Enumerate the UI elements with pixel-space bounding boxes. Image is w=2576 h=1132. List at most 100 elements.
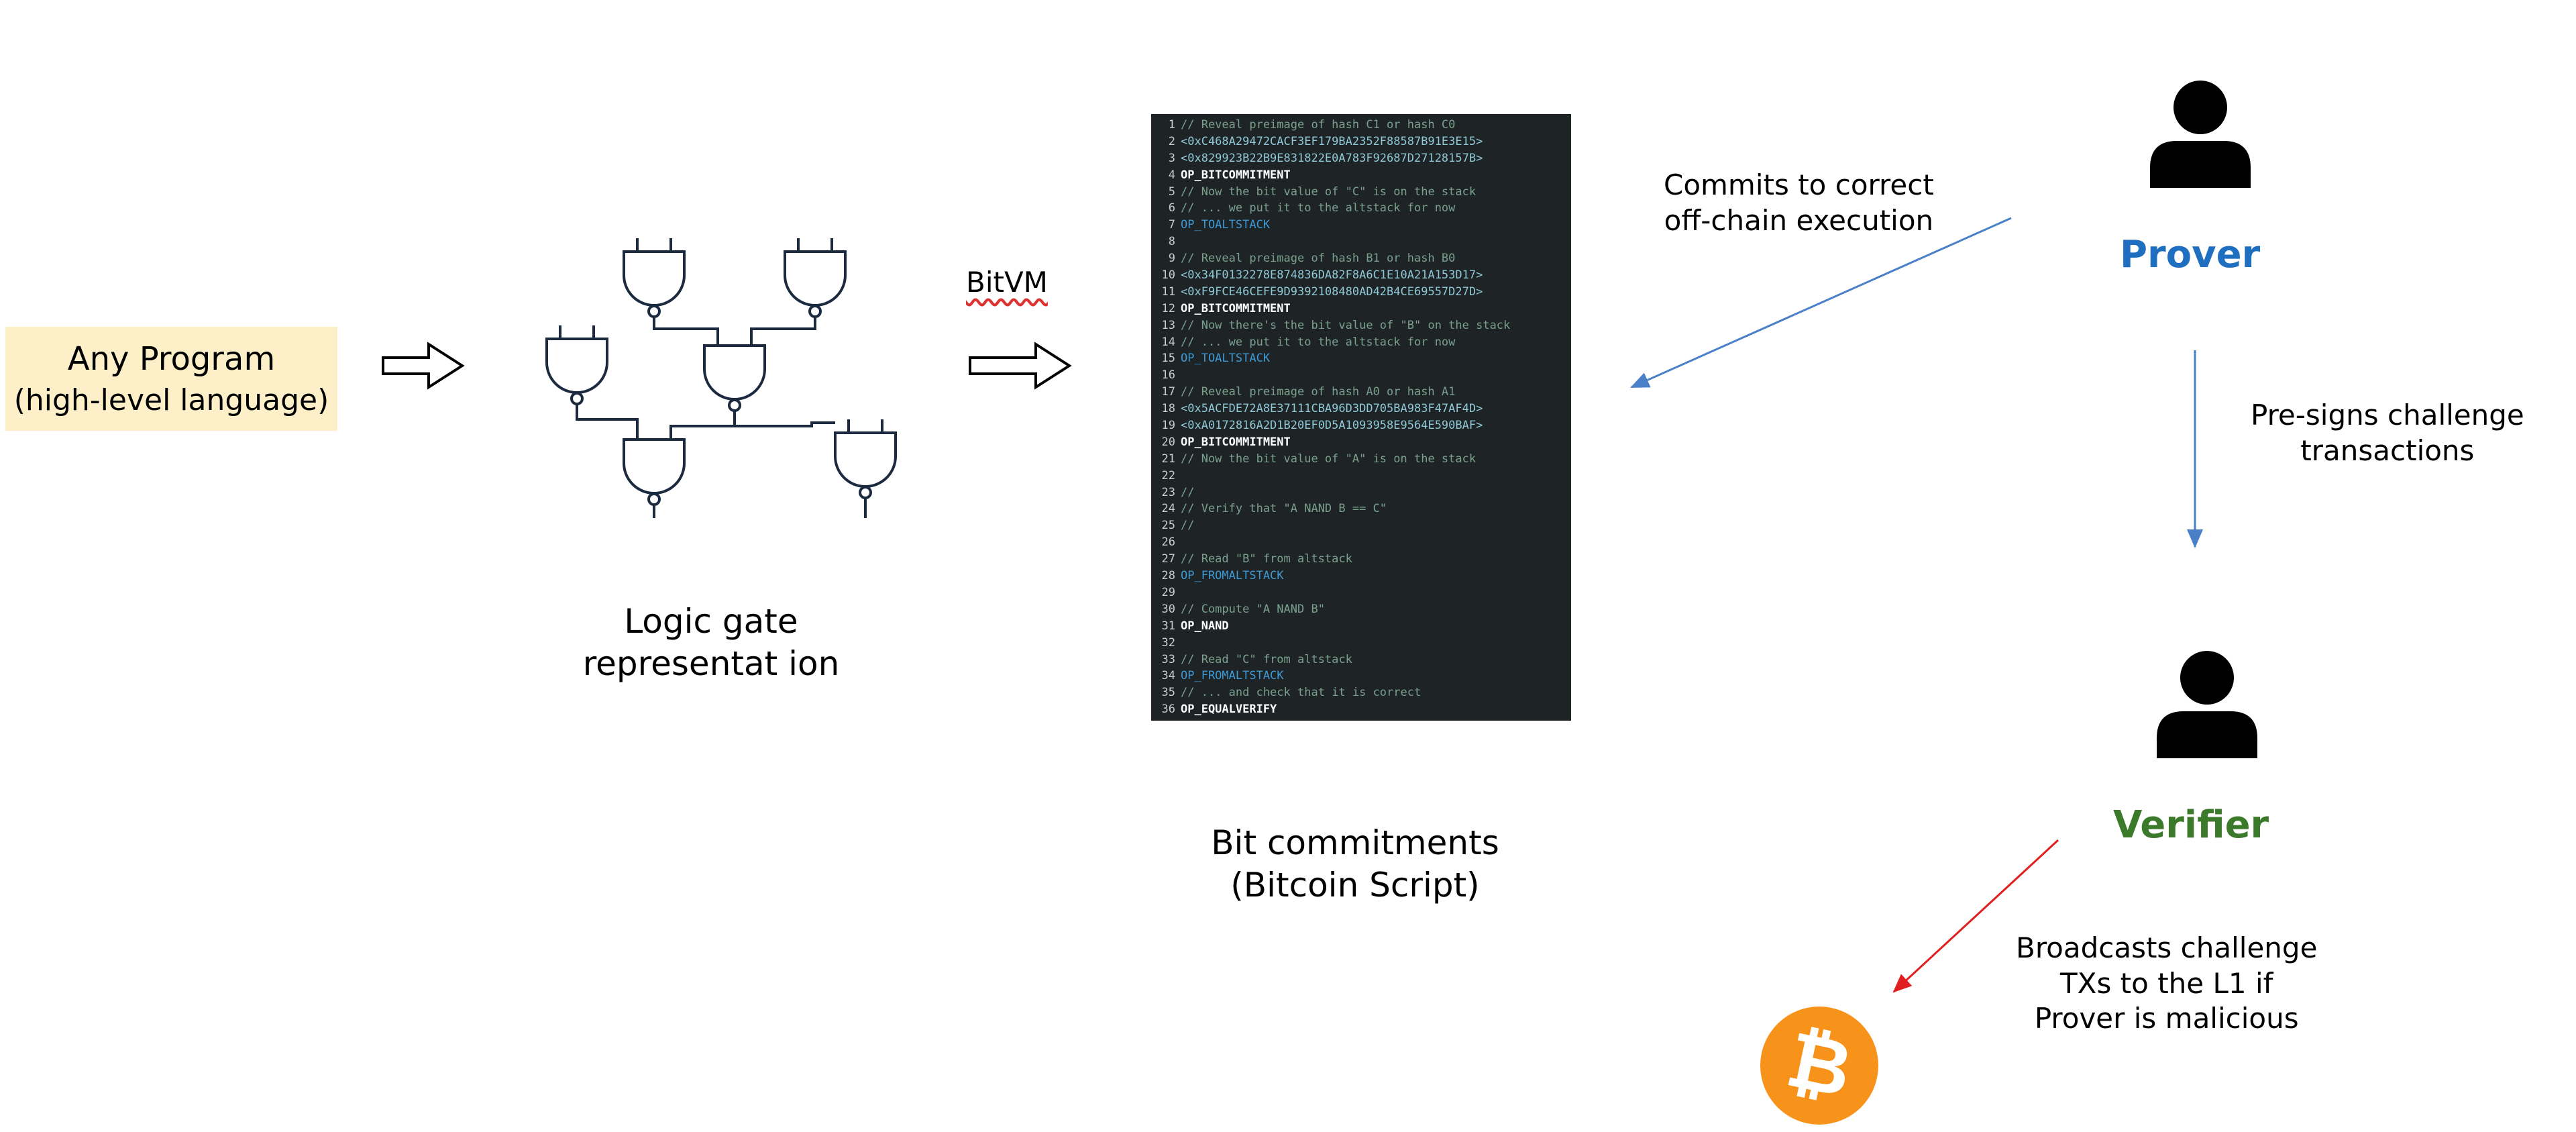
code-text: // <box>1181 485 1195 499</box>
code-text: OP_TOALTSTACK <box>1181 218 1271 232</box>
code-text: // Now the bit value of "C" is on the st… <box>1181 185 1477 199</box>
code-line: 6 // ... we put it to the altstack for no… <box>1151 200 1571 217</box>
code-line: 20 OP_BITCOMMITMENT <box>1151 434 1571 451</box>
line-number: 20 <box>1161 435 1175 449</box>
line-number: 7 <box>1168 218 1175 232</box>
code-text: <0x5ACFDE72A8E37111CBA96D3DD705BA983F47A… <box>1181 402 1483 416</box>
code-text: OP_BITCOMMITMENT <box>1181 435 1291 449</box>
code-text: <0xF9FCE46CEFE9D9392108480AD42B4CE69557D… <box>1181 285 1483 299</box>
line-number: 18 <box>1161 402 1175 416</box>
code-line: 32 <box>1151 635 1571 652</box>
line-number: 34 <box>1161 669 1175 683</box>
any-program-box: Any Program (high-level language) <box>5 327 337 431</box>
code-text: // Read "C" from altstack <box>1181 652 1352 666</box>
code-line: 28 OP_FROMALTSTACK <box>1151 568 1571 584</box>
code-text: <0xA0172816A2D1B20EF0D5A1093958E9564E590… <box>1181 419 1483 433</box>
line-number: 8 <box>1168 235 1175 249</box>
code-line: 17// Reveal preimage of hash A0 or hash … <box>1151 384 1571 401</box>
code-text: // Compute "A NAND B" <box>1181 602 1325 616</box>
line-number: 28 <box>1161 569 1175 583</box>
code-line: 19<0xA0172816A2D1B20EF0D5A1093958E9564E5… <box>1151 417 1571 434</box>
code-text: OP_EQUALVERIFY <box>1181 703 1277 717</box>
code-line: 23 // <box>1151 484 1571 501</box>
code-line: 3 <0x829923B22B9E831822E0A783F92687D27128… <box>1151 150 1571 167</box>
code-text: // ... and check that it is correct <box>1181 686 1421 700</box>
line-number: 27 <box>1161 552 1175 566</box>
line-number: 35 <box>1161 686 1175 700</box>
code-line: 7 OP_TOALTSTACK <box>1151 217 1571 234</box>
verifier-person-icon <box>2157 651 2257 758</box>
line-number: 21 <box>1161 452 1175 466</box>
nand-gate-icon <box>784 238 847 318</box>
arrow-to-gates-icon <box>382 342 465 390</box>
line-number: 2 <box>1168 134 1175 148</box>
line-number: 17 <box>1161 385 1175 399</box>
code-line: 14// ... we put it to the altstack for n… <box>1151 334 1571 351</box>
line-number: 26 <box>1161 535 1175 550</box>
code-line: 24 // Verify that "A NAND B == C" <box>1151 501 1571 517</box>
code-text: // Now the bit value of "A" is on the st… <box>1181 452 1477 466</box>
verifier-label: Verifier <box>2113 803 2269 847</box>
code-line: 27 // Read "B" from altstack <box>1151 551 1571 568</box>
line-number: 24 <box>1161 502 1175 516</box>
code-line: 11 <0xF9FCE46CEFE9D9392108480AD42B4CE6955… <box>1151 284 1571 301</box>
code-text: <0xC468A29472CACF3EF179BA2352F88587B91E3… <box>1181 134 1483 148</box>
code-line: 18 <0x5ACFDE72A8E37111CBA96D3DD705BA983F4… <box>1151 401 1571 417</box>
code-line: 25 // <box>1151 517 1571 534</box>
code-text: // Reveal preimage of hash B1 or hash B0 <box>1181 252 1456 266</box>
line-number: 16 <box>1161 368 1175 382</box>
code-line: 33 // Read "C" from altstack <box>1151 652 1571 668</box>
line-number: 25 <box>1161 519 1175 533</box>
bitvm-label: BitVM <box>966 266 1048 299</box>
code-line: 9 // Reveal preimage of hash B1 or hash B… <box>1151 250 1571 267</box>
bit-commitments-label: Bit commitments (Bitcoin Script) <box>1211 823 1499 905</box>
line-number: 33 <box>1161 652 1175 666</box>
logic-gate-label: Logic gate representat ion <box>582 602 840 683</box>
nand-gate-icon <box>623 238 686 318</box>
line-number: 15 <box>1161 352 1175 366</box>
nand-gate-icon <box>834 419 897 518</box>
code-text: OP_FROMALTSTACK <box>1181 669 1284 683</box>
code-line: 29 <box>1151 584 1571 601</box>
code-line: 13// Now there's the bit value of "B" on… <box>1151 317 1571 334</box>
code-text: OP_BITCOMMITMENT <box>1181 168 1291 182</box>
broadcast-arrow <box>1892 839 2059 993</box>
code-line: 16 <box>1151 367 1571 384</box>
code-text: // <box>1181 519 1195 533</box>
code-line: 12 OP_BITCOMMITMENT <box>1151 301 1571 317</box>
logic-gate-circuit-icon <box>545 238 897 518</box>
code-text: // Verify that "A NAND B == C" <box>1181 502 1387 516</box>
code-text: OP_FROMALTSTACK <box>1181 569 1284 583</box>
code-text: // Read "B" from altstack <box>1181 552 1352 566</box>
code-line: 21 // Now the bit value of "A" is on the … <box>1151 451 1571 468</box>
line-number: 30 <box>1161 602 1175 616</box>
line-number: 1 <box>1168 118 1175 132</box>
code-text: OP_BITCOMMITMENT <box>1181 301 1291 315</box>
line-number: 9 <box>1168 252 1175 266</box>
code-line: 1// Reveal preimage of hash C1 or hash C… <box>1151 117 1571 134</box>
commit-arrow <box>1630 217 2012 389</box>
line-number: 22 <box>1161 468 1175 482</box>
line-number: 14 <box>1161 335 1175 349</box>
line-number: 29 <box>1161 585 1175 599</box>
line-number: 31 <box>1161 619 1175 633</box>
nand-gate-icon <box>623 438 686 518</box>
line-number: 3 <box>1168 151 1175 165</box>
line-number: 10 <box>1161 268 1175 282</box>
code-line: 5// Now the bit value of "C" is on the s… <box>1151 184 1571 201</box>
broadcasts-label: Broadcasts challenge TXs to the L1 if Pr… <box>2016 931 2318 1035</box>
line-number: 11 <box>1161 285 1175 299</box>
code-text: <0x829923B22B9E831822E0A783F92687D271281… <box>1181 151 1483 165</box>
code-text: // ... we put it to the altstack for now <box>1181 201 1456 215</box>
code-line: 30 // Compute "A NAND B" <box>1151 601 1571 618</box>
commits-label: Commits to correct off-chain execution <box>1664 168 1934 237</box>
line-number: 32 <box>1161 635 1175 650</box>
line-number: 6 <box>1168 201 1175 215</box>
prover-label: Prover <box>2120 233 2261 276</box>
line-number: 23 <box>1161 485 1175 499</box>
code-line: 35 // ... and check that it is correct <box>1151 684 1571 701</box>
line-number: 12 <box>1161 301 1175 315</box>
